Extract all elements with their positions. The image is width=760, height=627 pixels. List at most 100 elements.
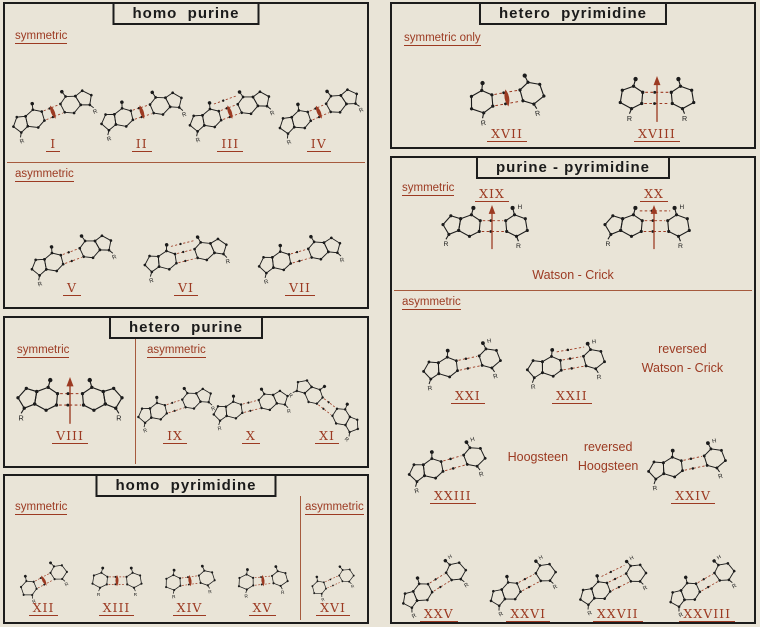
pair-structure-XXIII: RRH	[407, 436, 487, 495]
svg-text:R: R	[498, 611, 504, 618]
section-label-asymmetric: asymmetric	[305, 501, 364, 515]
svg-text:H: H	[679, 204, 684, 211]
pair-numeral-XX: XX	[640, 186, 668, 202]
svg-text:R: R	[516, 243, 521, 250]
svg-text:R: R	[414, 487, 421, 495]
svg-text:H: H	[629, 555, 635, 562]
pair-structure-II: RR	[99, 90, 187, 144]
pair-structure-V: RR	[30, 234, 118, 289]
svg-text:R: R	[196, 138, 202, 145]
svg-text:R: R	[358, 108, 364, 115]
pair-numeral-XVI: XVI	[316, 600, 350, 616]
svg-text:R: R	[718, 472, 724, 480]
pair-structure-I: RR	[12, 89, 99, 146]
pair-structure-III: RR	[188, 90, 276, 145]
svg-text:R: R	[111, 255, 117, 262]
pair-structure-XXV: RRH	[401, 554, 470, 620]
svg-text:R: R	[443, 241, 448, 248]
section-label-symmetric-only: symmetric only	[404, 32, 481, 46]
svg-text:R: R	[19, 414, 24, 423]
section-divider	[135, 338, 136, 464]
pair-numeral-IX: IX	[163, 428, 187, 444]
svg-text:H: H	[591, 339, 596, 346]
panel-title-hetero-purine: hetero purine	[108, 316, 264, 339]
svg-text:R: R	[642, 585, 648, 592]
pair-structure-XXI: RRH	[422, 338, 502, 392]
svg-text:R: R	[427, 384, 433, 392]
svg-text:R: R	[286, 140, 292, 147]
pair-numeral-II: II	[131, 136, 152, 152]
svg-text:R: R	[587, 610, 593, 617]
svg-text:R: R	[149, 278, 155, 285]
svg-text:R: R	[181, 112, 187, 119]
panel-title-purine-pyrimidine: purine - pyrimidine	[475, 156, 671, 179]
pair-structure-XVI: RR	[311, 565, 355, 603]
pair-structure-XXVI: RRH	[489, 555, 559, 619]
panel-title-homo-purine: homo purine	[112, 2, 260, 25]
section-label-symmetric: symmetric	[17, 344, 70, 358]
section-label-symmetric: symmetric	[15, 501, 68, 515]
svg-text:R: R	[171, 594, 176, 600]
section-label-asymmetric: asymmetric	[147, 344, 206, 358]
pair-numeral-VII: VII	[285, 280, 315, 296]
section-label-asymmetric: asymmetric	[402, 296, 461, 310]
svg-text:R: R	[492, 372, 498, 380]
svg-text:R: R	[96, 592, 100, 598]
pair-structure-X: RR	[212, 387, 292, 433]
pair-numeral-XVII: XVII	[487, 126, 527, 142]
svg-text:R: R	[478, 470, 485, 478]
svg-text:R: R	[339, 258, 345, 265]
svg-text:R: R	[133, 592, 137, 598]
pair-structure-XV: RR	[237, 564, 289, 600]
pair-structure-XXVIII: RRH	[669, 554, 738, 620]
pair-numeral-X: X	[242, 428, 260, 444]
caption-reversed-watson-crick: reversed Watson - Crick	[641, 342, 724, 375]
svg-text:R: R	[143, 428, 149, 435]
pair-numeral-XIV: XIV	[172, 600, 207, 616]
panel-title-homo-pyrimidine: homo pyrimidine	[95, 474, 277, 497]
pair-numeral-XXVI: XXVI	[506, 606, 551, 622]
section-label-symmetric: symmetric	[402, 182, 455, 196]
svg-text:R: R	[217, 426, 222, 433]
caption-watson-crick: Watson - Crick	[532, 268, 614, 282]
svg-text:R: R	[678, 243, 683, 250]
pair-numeral-XV: XV	[248, 600, 277, 616]
pair-numeral-VI: VI	[174, 280, 198, 296]
svg-text:R: R	[37, 282, 43, 289]
pair-numeral-XIX: XIX	[475, 186, 509, 202]
svg-text:R: R	[116, 414, 121, 423]
pair-numeral-XIII: XIII	[98, 600, 135, 616]
pair-numeral-XXV: XXV	[419, 606, 458, 622]
pair-structure-XXVII: R R H	[578, 555, 648, 618]
svg-text:R: R	[106, 137, 112, 144]
pair-numeral-V: V	[62, 280, 82, 296]
